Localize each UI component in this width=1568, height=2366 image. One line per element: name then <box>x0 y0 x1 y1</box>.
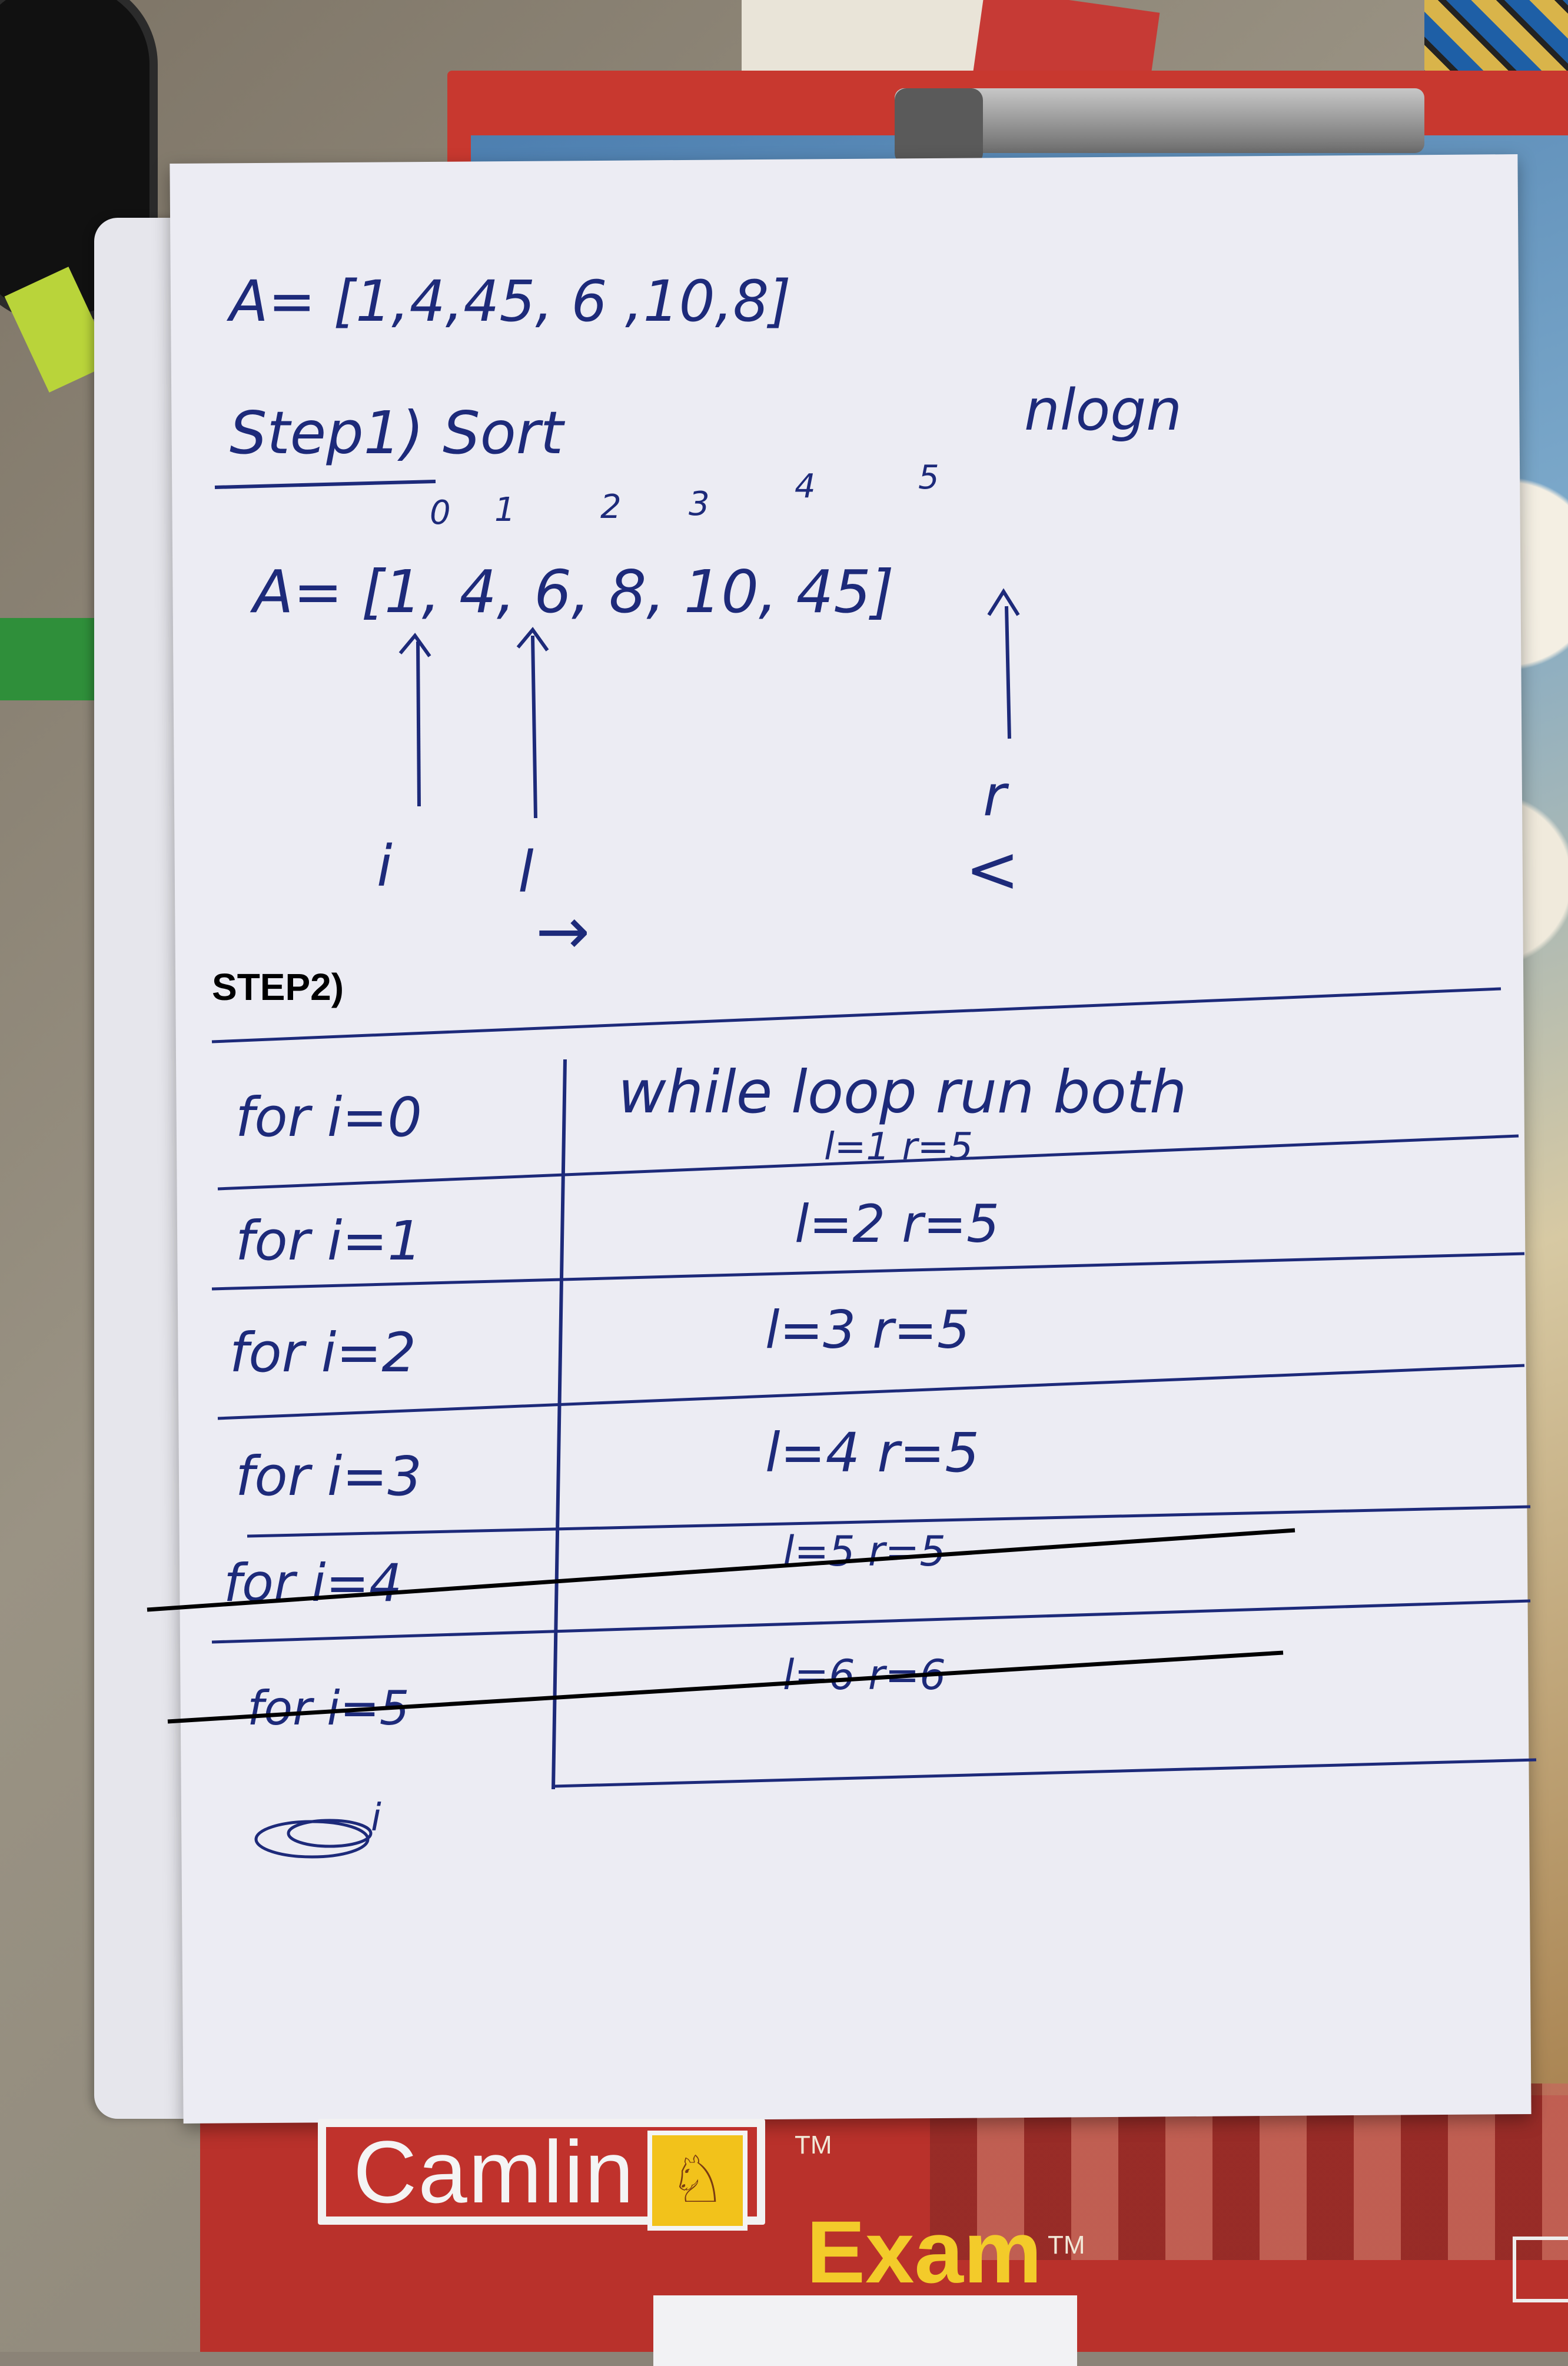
trademark-mark-2: TM <box>1048 2231 1085 2259</box>
sorted-array: A= [1, 4, 6, 8, 10, 45] <box>250 557 894 626</box>
pointer-r: r <box>983 763 1009 829</box>
index-4: 4 <box>795 467 816 506</box>
camlin-brand: Camlin <box>353 2122 635 2221</box>
row-1-right: l=2 r=5 <box>795 1194 999 1254</box>
arrow-l-head <box>516 627 549 652</box>
scribble-loops <box>254 1820 370 1859</box>
row-1-left: for i=1 <box>235 1209 422 1272</box>
row-line-1 <box>217 1134 1519 1191</box>
corner-logo <box>1513 2237 1568 2302</box>
pointer-l: l <box>518 839 534 905</box>
array-definition: A= [1,4,45, 6 ,10,8] <box>226 268 791 334</box>
table-divider <box>552 1059 567 1790</box>
index-0: 0 <box>430 494 451 532</box>
row-0-right: l=1 r=5 <box>824 1125 973 1169</box>
arrow-left-icon: < <box>965 832 1019 907</box>
strike-row-4 <box>147 1528 1295 1612</box>
table-top-line <box>211 987 1501 1044</box>
scribble-loops-2 <box>287 1819 373 1848</box>
pointer-i: i <box>377 833 393 899</box>
row-line-4 <box>247 1505 1531 1538</box>
row-line-2 <box>211 1252 1525 1291</box>
index-1: 1 <box>494 491 516 529</box>
row-line-5 <box>211 1599 1531 1644</box>
arrow-l <box>531 635 537 819</box>
scribble-letter: i <box>371 1796 381 1840</box>
trademark-mark: TM <box>795 2131 832 2159</box>
clip-handle <box>895 88 983 165</box>
row-3-right: l=4 r=5 <box>765 1421 979 1484</box>
step1-label: Step1) Sort <box>230 398 566 467</box>
index-5: 5 <box>918 458 939 497</box>
row-2-left: for i=2 <box>230 1321 416 1384</box>
arrow-i <box>416 641 421 807</box>
row-3-left: for i=3 <box>235 1445 422 1508</box>
arrow-r-head <box>987 588 1020 616</box>
row-2-right: l=3 r=5 <box>765 1300 970 1360</box>
index-2: 2 <box>600 488 622 526</box>
index-3: 3 <box>689 485 710 523</box>
row-0-left: for i=0 <box>235 1086 422 1149</box>
row-4-right: l=5 r=5 <box>783 1527 946 1576</box>
arrow-i-head <box>398 633 431 657</box>
arrow-right-icon: → <box>536 893 590 969</box>
row-line-3 <box>217 1364 1525 1420</box>
complexity-note: nlogn <box>1024 377 1182 443</box>
strike-row-5 <box>167 1650 1284 1724</box>
arrow-r <box>1005 606 1011 739</box>
step1-underline <box>214 480 436 489</box>
table-bottom-line <box>553 1758 1537 1788</box>
metal-clip <box>895 88 1424 153</box>
table-header: while loop run both <box>618 1058 1187 1126</box>
camel-logo-icon: ♘ <box>647 2131 748 2231</box>
step2-label: STEP2) <box>212 966 344 1008</box>
exam-label: Exam <box>806 2202 1042 2301</box>
